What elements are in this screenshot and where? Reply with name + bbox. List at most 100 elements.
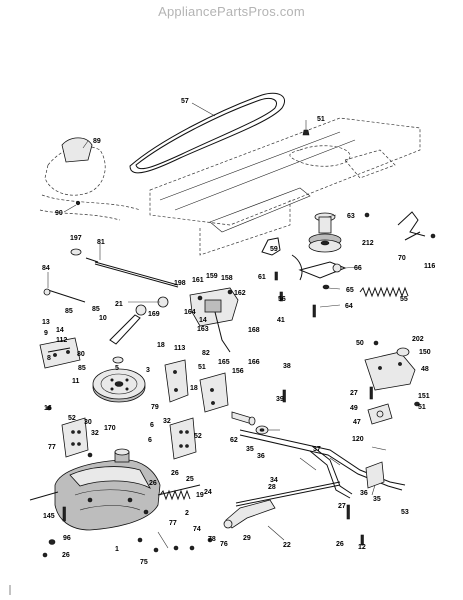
callout-19: 19 — [196, 492, 204, 499]
callout-84: 84 — [42, 265, 50, 272]
callout-96: 96 — [63, 535, 71, 542]
callout-163: 163 — [197, 326, 209, 333]
tractor-frame — [149, 117, 421, 256]
callout-26c: 26 — [62, 552, 70, 559]
hardware-bolts[interactable] — [42, 212, 436, 558]
bracket-59[interactable] — [261, 237, 281, 256]
transaxle-pulley-3[interactable] — [92, 368, 146, 403]
shaft-34[interactable] — [239, 429, 406, 499]
callout-3: 3 — [146, 367, 150, 374]
callout-12: 12 — [358, 544, 366, 551]
callout-62: 62 — [230, 437, 238, 444]
callout-158: 158 — [221, 275, 233, 282]
callout-120: 120 — [352, 436, 364, 443]
spring-19[interactable] — [159, 489, 191, 501]
callout-197: 197 — [70, 235, 82, 242]
bracket-70[interactable] — [397, 211, 426, 241]
callout-168: 168 — [248, 327, 260, 334]
knob-197[interactable] — [70, 248, 82, 256]
callout-202: 202 — [412, 336, 424, 343]
callout-10: 10 — [99, 315, 107, 322]
callout-80: 80 — [77, 351, 85, 358]
callout-16: 16 — [44, 405, 52, 412]
callout-35a: 35 — [246, 446, 254, 453]
callout-35b: 35 — [373, 496, 381, 503]
callout-81: 81 — [97, 239, 105, 246]
callout-159: 159 — [206, 273, 218, 280]
callout-56: 56 — [278, 296, 286, 303]
drive-belt-57[interactable] — [129, 92, 285, 174]
bracket-80[interactable] — [39, 337, 81, 369]
spring-55[interactable] — [359, 286, 409, 298]
callout-165: 165 — [218, 359, 230, 366]
bracket-49[interactable] — [367, 403, 393, 425]
rod-28[interactable] — [235, 481, 341, 507]
bracket-52-left[interactable] — [61, 417, 89, 458]
callout-77a: 77 — [48, 444, 56, 451]
callout-51: 51 — [317, 116, 325, 123]
pedal-bracket-48[interactable] — [364, 347, 416, 391]
callout-65: 65 — [346, 287, 354, 294]
callout-79: 79 — [151, 404, 159, 411]
callout-78: 78 — [208, 536, 216, 543]
callout-63: 63 — [347, 213, 355, 220]
callout-8: 8 — [47, 355, 51, 362]
washer-5[interactable] — [112, 356, 124, 364]
callout-164: 164 — [184, 309, 196, 316]
leader-lines — [47, 102, 387, 549]
callout-32b: 32 — [91, 430, 99, 437]
callout-162: 162 — [234, 290, 246, 297]
watermark: AppliancePartsPros.com — [158, 4, 305, 19]
shift-rod-81[interactable] — [85, 257, 179, 288]
transaxle-1[interactable] — [29, 448, 201, 531]
callout-212: 212 — [362, 240, 374, 247]
bracket-36[interactable] — [365, 461, 385, 489]
callout-18b: 18 — [190, 385, 198, 392]
rod-84[interactable] — [43, 288, 86, 303]
callout-52b: 52 — [194, 433, 202, 440]
callout-77b: 77 — [169, 520, 177, 527]
bracket-113[interactable] — [164, 359, 189, 403]
callout-22: 22 — [283, 542, 291, 549]
pulley-63[interactable] — [308, 212, 342, 253]
callout-13: 13 — [42, 319, 50, 326]
callout-113: 113 — [174, 345, 185, 352]
callout-169: 169 — [148, 311, 160, 318]
callout-161: 161 — [192, 277, 204, 284]
callout-24: 24 — [204, 489, 212, 496]
callout-36a: 36 — [257, 453, 265, 460]
bolt-51-top[interactable] — [302, 120, 310, 136]
callout-170: 170 — [104, 425, 116, 432]
callout-38: 38 — [283, 363, 291, 370]
washer-36[interactable] — [255, 425, 269, 435]
callout-116: 116 — [424, 263, 435, 270]
callout-39: 39 — [276, 396, 284, 403]
callout-21: 21 — [115, 301, 123, 308]
callout-55: 55 — [400, 296, 408, 303]
callout-61: 61 — [258, 274, 266, 281]
idler-arm-66[interactable] — [291, 254, 347, 281]
callout-82: 82 — [202, 350, 210, 357]
callout-30: 30 — [84, 419, 92, 426]
callout-150: 150 — [419, 349, 431, 356]
callout-14a: 14 — [199, 317, 207, 324]
rod-62[interactable] — [231, 411, 256, 426]
callout-5: 5 — [115, 365, 119, 372]
callout-85b: 85 — [92, 306, 100, 313]
bracket-51[interactable] — [199, 372, 229, 413]
handle-29[interactable] — [223, 499, 276, 529]
callout-25: 25 — [186, 476, 194, 483]
callout-75: 75 — [140, 559, 148, 566]
bracket-52-right[interactable] — [169, 417, 197, 460]
callout-6b: 6 — [148, 437, 152, 444]
callout-76: 76 — [220, 541, 228, 548]
callout-26d: 26 — [336, 541, 344, 548]
callout-36b: 36 — [360, 490, 368, 497]
callout-29: 29 — [243, 535, 251, 542]
callout-41: 41 — [277, 317, 285, 324]
brake-assembly[interactable] — [189, 287, 239, 353]
callout-27a: 27 — [350, 390, 358, 397]
shift-lever-21[interactable] — [109, 296, 169, 345]
callout-11: 11 — [72, 378, 80, 385]
callout-66: 66 — [354, 265, 362, 272]
